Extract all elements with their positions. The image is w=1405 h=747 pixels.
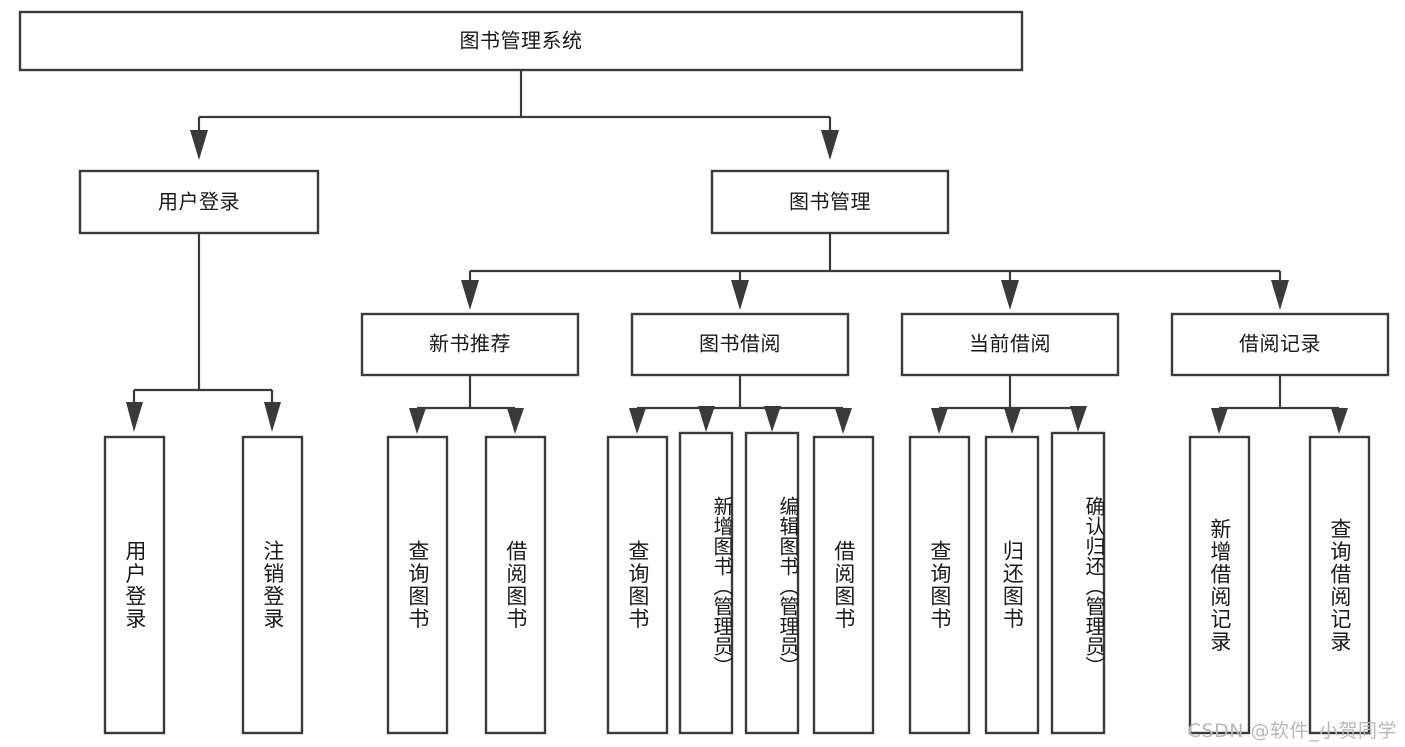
leaf-box-logout[interactable] (241, 435, 304, 735)
arrow-to-new-book-rec (461, 280, 479, 310)
node-user-login-label: 用户登录 (158, 190, 240, 214)
leaf-box-add-record[interactable] (1188, 435, 1251, 735)
node-new-book-recommend-label: 新书推荐 (429, 332, 511, 356)
node-book-borrow-label: 图书借阅 (699, 332, 781, 356)
arrow-to-book-mgmt (821, 130, 839, 160)
node-book-borrow-box[interactable] (630, 312, 850, 377)
node-new-book-recommend[interactable]: 新书推荐 (360, 312, 580, 377)
node-layer: 图书管理系统 用户登录 图书管理 新书推荐 图书借阅 当前 (18, 10, 1390, 735)
node-borrow-record-label: 借阅记录 (1239, 332, 1321, 356)
arrow-to-leaf-add-book (698, 406, 715, 432)
node-borrow-record-box[interactable] (1170, 312, 1390, 377)
leaf-box-edit-book[interactable] (744, 431, 800, 735)
arrow-to-leaf-confirm-return (1070, 406, 1087, 432)
leaf-box-return-book[interactable] (984, 435, 1040, 735)
arrow-to-leaf-logout (264, 402, 281, 432)
node-user-login[interactable]: 用户登录 (78, 169, 320, 235)
node-borrow-record[interactable]: 借阅记录 (1170, 312, 1390, 377)
leaf-box-add-book[interactable] (678, 431, 734, 735)
csdn-watermark: CSDN @软件_小贺同学 (1187, 720, 1397, 742)
arrow-to-leaf-query-book-1 (409, 408, 426, 434)
arrow-to-book-borrow (731, 280, 749, 310)
arrow-to-borrow-record (1271, 280, 1289, 310)
arrow-to-leaf-query-book-2 (629, 408, 646, 434)
connector-layer (126, 70, 1348, 434)
leaf-box-borrow-book-1[interactable] (484, 435, 547, 735)
arrow-to-leaf-query-record (1331, 408, 1348, 434)
node-root-label: 图书管理系统 (460, 29, 583, 53)
arrow-to-leaf-user-login (126, 402, 143, 432)
node-book-management[interactable]: 图书管理 (710, 169, 950, 235)
arrow-to-current-borrow (1001, 280, 1019, 310)
node-user-login-box[interactable] (78, 169, 320, 235)
leaf-box-query-record[interactable] (1308, 435, 1371, 735)
node-root-box[interactable] (18, 10, 1024, 72)
leaf-box-query-book-2[interactable] (606, 435, 669, 735)
leaf-box-query-book-3[interactable] (908, 435, 971, 735)
arrow-to-leaf-borrow-book-2 (835, 408, 852, 434)
arrow-to-user-login (190, 130, 208, 160)
node-current-borrow-label: 当前借阅 (969, 332, 1051, 356)
node-current-borrow-box[interactable] (900, 312, 1120, 377)
node-current-borrow[interactable]: 当前借阅 (900, 312, 1120, 377)
node-book-borrow[interactable]: 图书借阅 (630, 312, 850, 377)
leaf-box-confirm-return[interactable] (1050, 431, 1106, 735)
node-book-management-label: 图书管理 (789, 190, 871, 214)
arrow-to-leaf-query-book-3 (931, 408, 948, 434)
arrow-to-leaf-borrow-book-1 (507, 408, 524, 434)
arrow-to-leaf-add-record (1211, 408, 1228, 434)
leaf-box-query-book-1[interactable] (386, 435, 449, 735)
leaf-box-borrow-book-2[interactable] (812, 435, 875, 735)
leaf-box-user-login[interactable] (103, 435, 166, 735)
node-book-management-box[interactable] (710, 169, 950, 235)
arrow-to-leaf-return-book (1004, 408, 1021, 434)
node-new-book-recommend-box[interactable] (360, 312, 580, 377)
node-root[interactable]: 图书管理系统 (18, 10, 1024, 72)
arrow-to-leaf-edit-book (764, 406, 781, 432)
